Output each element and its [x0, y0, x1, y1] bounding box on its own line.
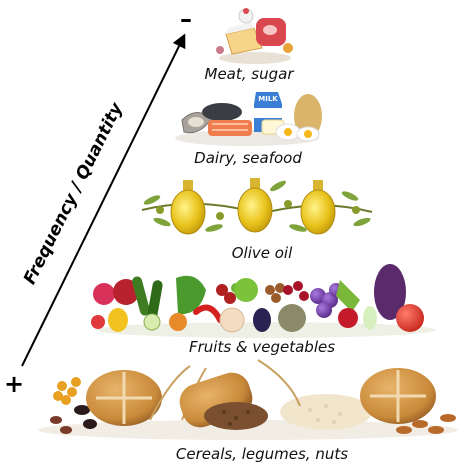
bottom-sign: + — [4, 370, 24, 398]
dairy-seafood-icon: MILK — [175, 92, 322, 146]
tier-label-meat-sugar: Meat, sugar — [205, 65, 295, 83]
top-sign: – — [180, 5, 192, 33]
fruits-vegetables-icon — [91, 264, 436, 338]
tier-label-dairy-seafood: Dairy, seafood — [194, 149, 302, 167]
cereals-legumes-nuts-icon — [38, 360, 458, 440]
olive-oil-icon — [142, 178, 372, 234]
tier-label-olive-oil: Olive oil — [232, 244, 293, 262]
frequency-arrow — [22, 36, 184, 366]
meat-sugar-icon — [216, 8, 293, 64]
svg-text:MILK: MILK — [258, 95, 278, 103]
tier-label-cereals-legumes-nuts: Cereals, legumes, nuts — [176, 445, 348, 463]
tier-label-fruits-vegetables: Fruits & vegetables — [189, 338, 335, 356]
